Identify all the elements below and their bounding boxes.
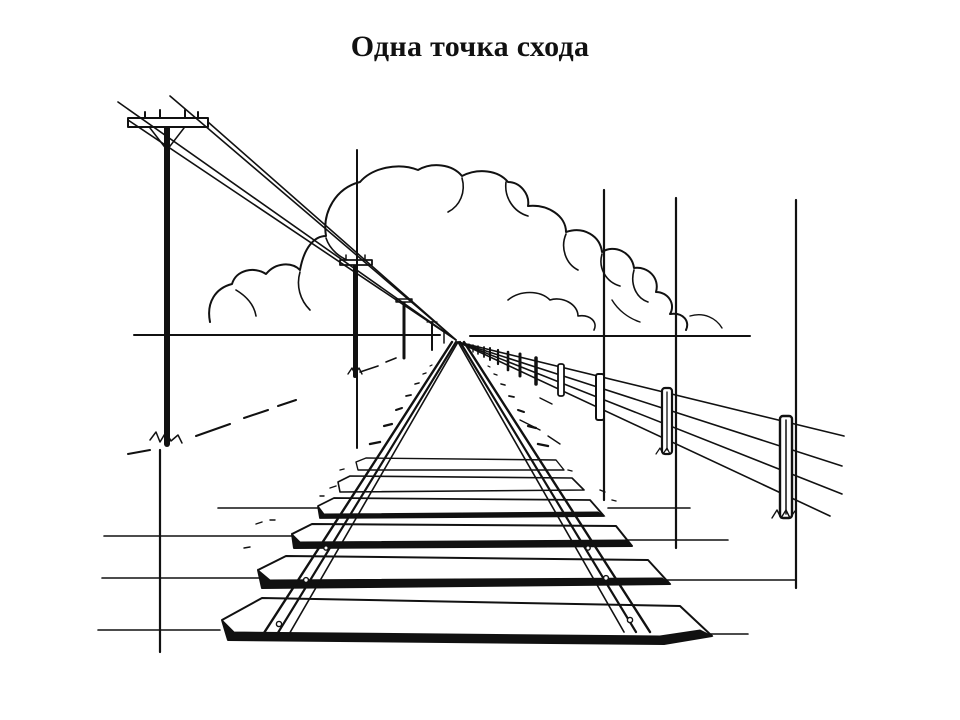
horizon-line (133, 334, 751, 337)
page-title: Одна точка схода (350, 30, 590, 63)
clouds (208, 164, 723, 331)
railway-track (221, 340, 714, 645)
telephone-poles (127, 109, 445, 447)
telephone-wires (117, 95, 457, 341)
fence (457, 341, 845, 520)
ground-marks (127, 357, 561, 455)
distant-ties (368, 364, 550, 448)
vertical-guide-lines (158, 149, 798, 654)
horizontal-guide-lines (97, 507, 797, 635)
